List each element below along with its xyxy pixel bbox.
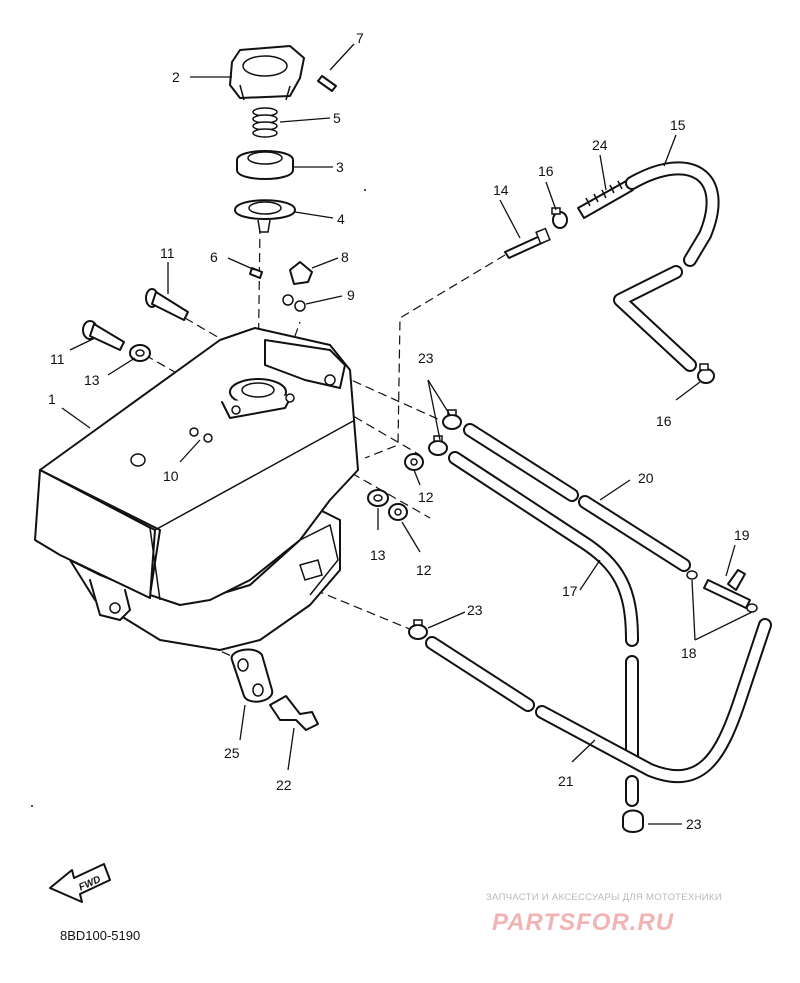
nut-upper (404, 453, 424, 471)
callout-labels: 2 7 5 3 4 6 8 9 11 11 13 1 10 23 12 13 1… (48, 30, 750, 832)
callout-16-lower: 16 (656, 413, 672, 429)
small-pin (249, 267, 263, 279)
mount-bolt (269, 695, 319, 731)
callout-7: 7 (356, 30, 364, 46)
hose-17 (448, 451, 639, 807)
part-code: 8BD100-5190 (60, 928, 140, 943)
hose-clamp-upper (551, 207, 568, 229)
callout-24: 24 (592, 137, 608, 153)
callout-2: 2 (172, 69, 180, 85)
hose-20 (463, 423, 691, 572)
callout-8: 8 (341, 249, 349, 265)
watermark-subtitle: ЗАПЧАСТИ И АКСЕССУАРЫ ДЛЯ МОТОТЕХНИКИ (486, 892, 722, 903)
callout-19: 19 (734, 527, 750, 543)
callout-25: 25 (224, 745, 240, 761)
callout-3: 3 (336, 159, 344, 175)
clamp-21-a (686, 570, 698, 580)
washer-lower (367, 489, 389, 507)
callout-6: 6 (210, 249, 218, 265)
cap-gasket (234, 199, 296, 233)
fwd-arrow-icon: FWD (49, 863, 111, 903)
callout-11-upper: 11 (160, 245, 175, 261)
grommet (289, 261, 313, 285)
callout-21: 18 (681, 645, 697, 661)
callout-16-upper: 16 (538, 163, 554, 179)
callout-9: 9 (347, 287, 355, 303)
clamp-23-d (622, 809, 644, 833)
clip-10 (189, 427, 213, 443)
cap-pin (317, 75, 337, 92)
callout-12-upper: 12 (418, 489, 434, 505)
callout-22: 22 (276, 777, 292, 793)
clamp-23-c (408, 619, 428, 640)
callout-4: 4 (337, 211, 345, 227)
callout-13-upper: 13 (84, 372, 100, 388)
callout-20: 20 (638, 470, 654, 486)
mount-bracket (230, 648, 274, 703)
callout-5: 5 (333, 110, 341, 126)
callout-23-bottom: 23 (686, 816, 702, 832)
cap-seat (236, 150, 294, 180)
callout-13-lower: 13 (370, 547, 386, 563)
leader-lines (61, 43, 753, 825)
cap-spring (252, 107, 278, 138)
watermark: ЗАПЧАСТИ И АКСЕССУАРЫ ДЛЯ МОТОТЕХНИКИ PA… (486, 892, 722, 936)
watermark-logo: PARTSFOR.RU (492, 909, 674, 936)
nut-lower (388, 503, 408, 521)
clamp-23-b (428, 435, 448, 456)
clamp-23-a (442, 409, 462, 430)
clip-9 (282, 294, 306, 312)
clamp-21-b (746, 603, 758, 613)
callout-17: 17 (562, 583, 578, 599)
washer-upper (129, 344, 151, 362)
callout-11-lower: 11 (50, 351, 65, 367)
spring-guard (577, 179, 634, 219)
callout-18: 21 (558, 773, 574, 789)
hose-18 (425, 618, 772, 784)
bolt-upper (145, 288, 189, 321)
callout-15: 15 (670, 117, 686, 133)
callout-14: 14 (493, 182, 509, 198)
callout-23-mid: 23 (467, 602, 483, 618)
callout-23-top: 23 (418, 350, 434, 366)
callout-10: 10 (163, 468, 179, 484)
callout-12-lower: 12 (416, 562, 432, 578)
tee-fitting (703, 569, 751, 609)
callout-1: 1 (48, 391, 56, 407)
hose-fitting (504, 227, 551, 259)
breather-hose (613, 161, 720, 372)
filler-cap (229, 45, 305, 101)
oil-tank (34, 327, 359, 651)
hose-clamp-lower (697, 363, 715, 384)
bolt-lower (82, 320, 125, 351)
